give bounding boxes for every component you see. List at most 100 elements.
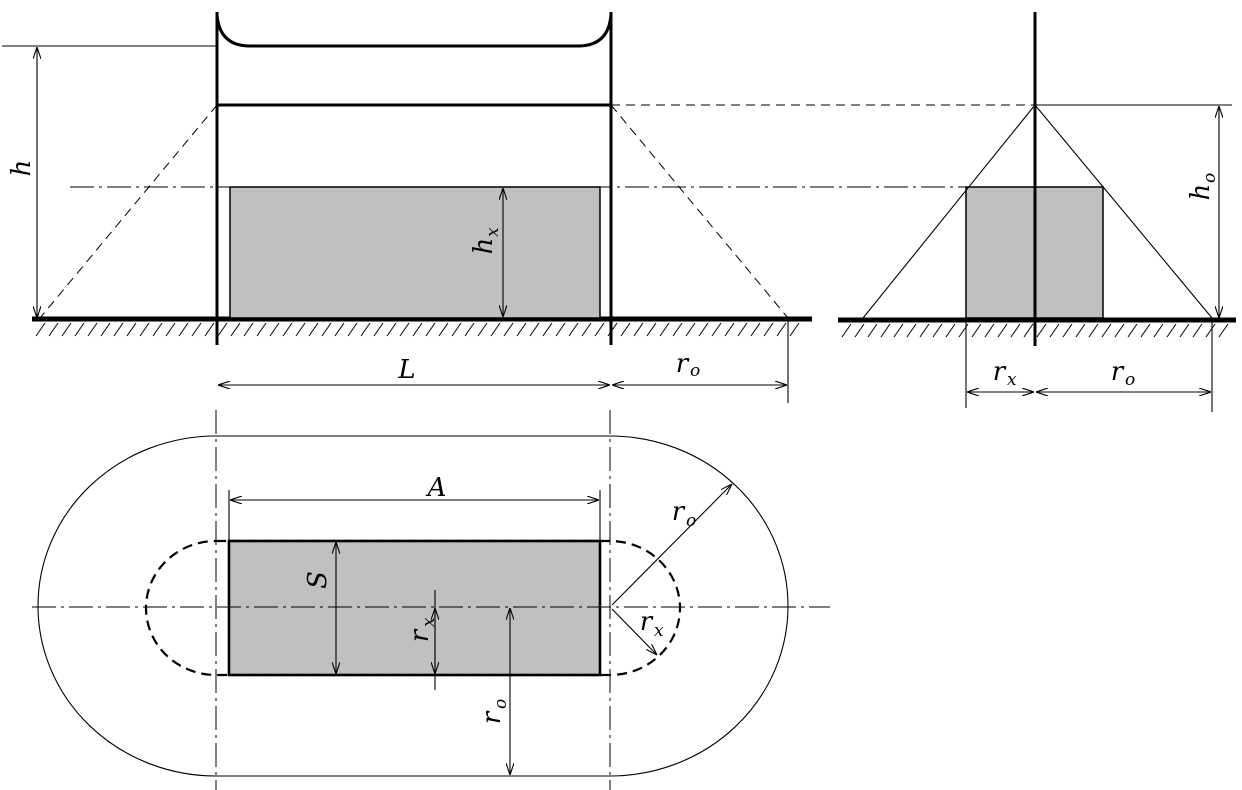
front-view: h h x L r o [2, 12, 812, 403]
ground-hatch-mark [451, 322, 462, 337]
ground-hatch-mark [61, 322, 72, 337]
ground-hatch-mark [477, 322, 488, 337]
ground-hatch-mark [490, 322, 501, 337]
ground-hatch-mark [1153, 323, 1164, 338]
rx-plan-diagonal-radius [611, 608, 657, 655]
ground-hatch-mark [347, 322, 358, 337]
ro-side-label-sub: o [1125, 370, 1135, 390]
ro-front-label-main: r [676, 349, 690, 379]
ground-hatch-mark [932, 323, 943, 338]
ground-hatch-mark [100, 322, 111, 337]
hx-label-sub: x [483, 227, 503, 237]
ground-hatch-mark [633, 322, 644, 337]
ground-hatch-mark [282, 322, 293, 337]
ground-hatch-mark [152, 322, 163, 337]
rx-plan-diagonal-label: r x [640, 607, 664, 641]
rx-plan-vertical-label-sub: x [419, 617, 439, 627]
ground-hatch-mark [48, 322, 59, 337]
ground-hatch-mark [308, 322, 319, 337]
ground-hatch-mark [1023, 323, 1034, 338]
ground-hatch-mark [230, 322, 241, 337]
ground-hatch-mark [1049, 323, 1060, 338]
ro-side-label: r o [1111, 357, 1135, 390]
ground-hatch-mark [165, 322, 176, 337]
ho-label: h o [1186, 173, 1220, 201]
ground-hatch-mark [893, 323, 904, 338]
ground-hatch-mark [87, 322, 98, 337]
ro-front-label: r o [676, 349, 700, 381]
ground-hatch-mark [919, 323, 930, 338]
front-catenary-wire [215, 13, 613, 48]
ground-hatch-mark [295, 322, 306, 337]
ground-hatch-mark [321, 322, 332, 337]
ground-hatch-mark [997, 323, 1008, 338]
ground-hatch-mark [646, 322, 657, 337]
ground-hatch-mark [464, 322, 475, 337]
ground-hatch-mark [191, 322, 202, 337]
rx-plan-vertical-label: r x [405, 617, 439, 642]
rx-side-label: r x [993, 357, 1017, 390]
front-protected-object [229, 186, 601, 319]
ground-hatch-mark [880, 323, 891, 338]
ground-hatch-mark [1114, 323, 1125, 338]
A-label: A [426, 473, 447, 503]
ground-hatch-mark [1166, 323, 1177, 338]
ground-hatch-mark [555, 322, 566, 337]
ground-hatch-mark [516, 322, 527, 337]
ground-hatch-mark [529, 322, 540, 337]
ground-hatch-mark [1088, 323, 1099, 338]
ro-plan-vertical-label-main: r [477, 710, 507, 724]
S-label: S [303, 571, 333, 589]
ground-hatch-mark [425, 322, 436, 337]
ground-hatch-mark [269, 322, 280, 337]
ground-hatch-mark [1127, 323, 1138, 338]
ground-hatch-mark [1179, 323, 1190, 338]
ground-hatch-mark [958, 323, 969, 338]
ro-side-label-main: r [1111, 357, 1125, 387]
ground-hatch-mark [412, 322, 423, 337]
ground-hatch-mark [763, 322, 774, 337]
plan-protected-object [227, 539, 602, 677]
ground-hatch-mark [945, 323, 956, 338]
ground-hatch-mark [854, 323, 865, 338]
rx-side-label-sub: x [1007, 370, 1017, 390]
ground-hatch-mark [867, 323, 878, 338]
ro-plan-diagonal-label-sub: o [686, 511, 696, 531]
front-right-zone-slope [610, 104, 789, 319]
ro-plan-diagonal-radius [611, 484, 732, 606]
ground-hatch-mark [711, 322, 722, 337]
ground-hatch-mark [659, 322, 670, 337]
plan-inner-zone-boundary [144, 539, 682, 677]
ground-hatch-mark [1036, 323, 1047, 338]
ground-hatch-mark [74, 322, 85, 337]
ground-hatch-mark [776, 322, 787, 337]
rx-plan-diagonal-label-sub: x [654, 621, 664, 641]
ground-hatch-mark [1218, 323, 1229, 338]
ground-hatch-mark [1075, 323, 1086, 338]
ground-hatch-mark [438, 322, 449, 337]
plan-view: A S r x r o r o r x [32, 410, 830, 790]
rx-plan-diagonal-label-main: r [640, 607, 654, 637]
ground-hatch-mark [386, 322, 397, 337]
ground-hatch-mark [217, 322, 228, 337]
ground-hatch-mark [841, 323, 852, 338]
ground-hatch-mark [906, 323, 917, 338]
ground-hatch-mark [178, 322, 189, 337]
plan-outer-zone-boundary [37, 435, 789, 777]
ground-hatch-mark [1101, 323, 1112, 338]
ground-hatch-mark [568, 322, 579, 337]
ground-hatch-mark [1140, 323, 1151, 338]
side-left-zone-slope [862, 104, 1036, 319]
ho-label-sub: o [1200, 173, 1220, 183]
ro-plan-vertical-label-sub: o [491, 699, 511, 709]
ground-hatch-mark [594, 322, 605, 337]
side-ground-hatching [841, 323, 1229, 338]
ground-hatch-mark [542, 322, 553, 337]
ground-hatch-mark [620, 322, 631, 337]
ground-hatch-mark [256, 322, 267, 337]
ro-plan-diagonal-label-main: r [672, 497, 686, 527]
ground-hatch-mark [113, 322, 124, 337]
ground-hatch-mark [139, 322, 150, 337]
ground-hatch-mark [35, 322, 46, 337]
